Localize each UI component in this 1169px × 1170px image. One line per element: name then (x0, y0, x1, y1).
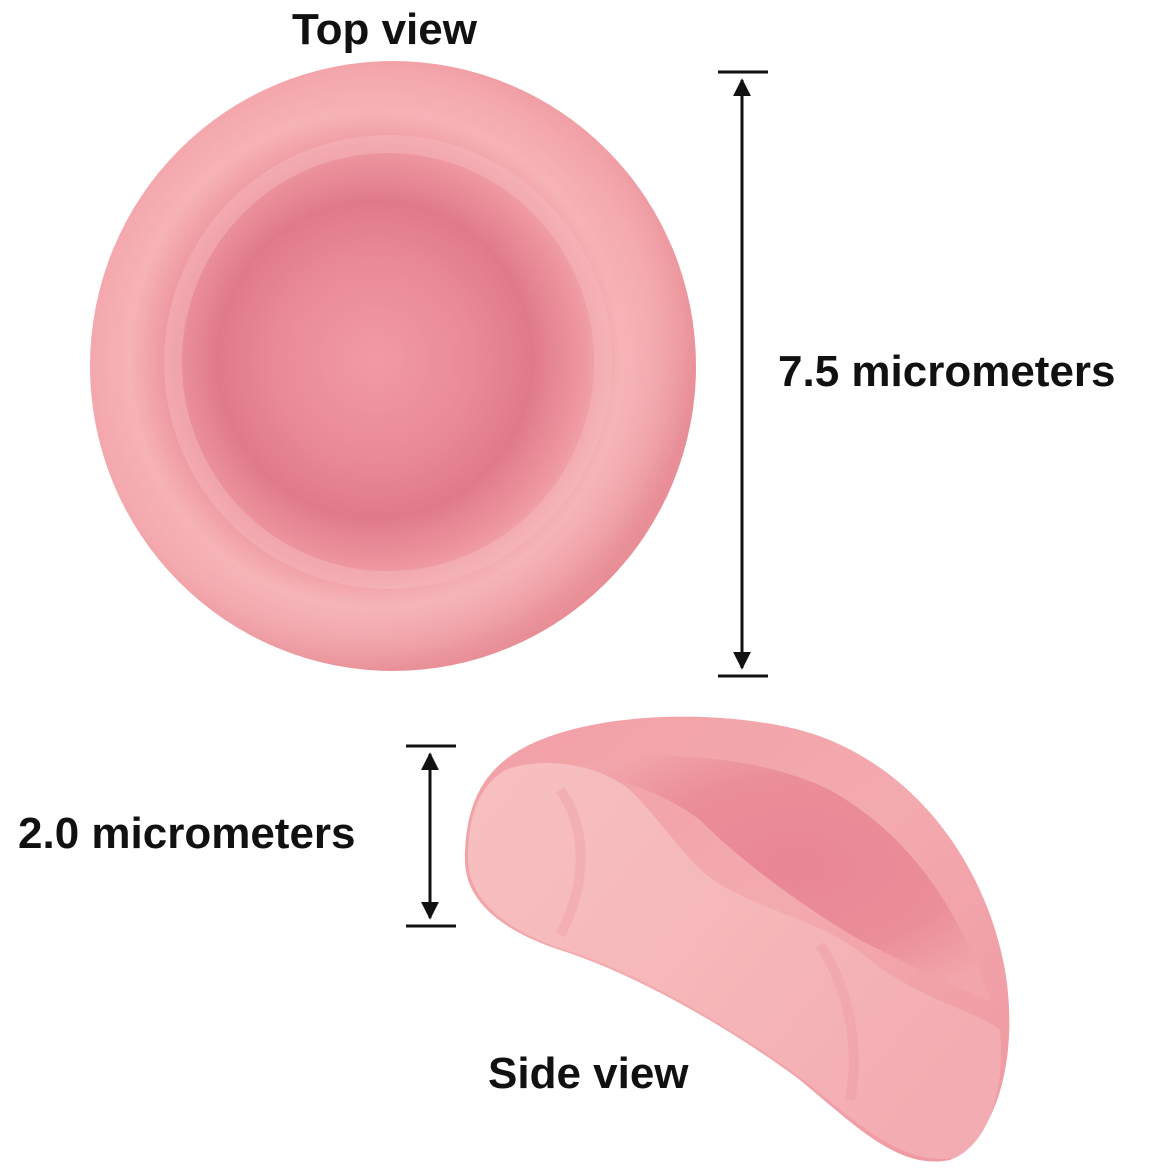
top-view-cell (90, 61, 696, 671)
diameter-label: 7.5 micrometers (778, 350, 1116, 394)
top-view-label: Top view (292, 8, 477, 52)
thickness-label: 2.0 micrometers (18, 812, 356, 856)
side-view-label: Side view (488, 1052, 689, 1096)
diameter-dimension (718, 72, 768, 676)
thickness-dimension (406, 746, 456, 926)
